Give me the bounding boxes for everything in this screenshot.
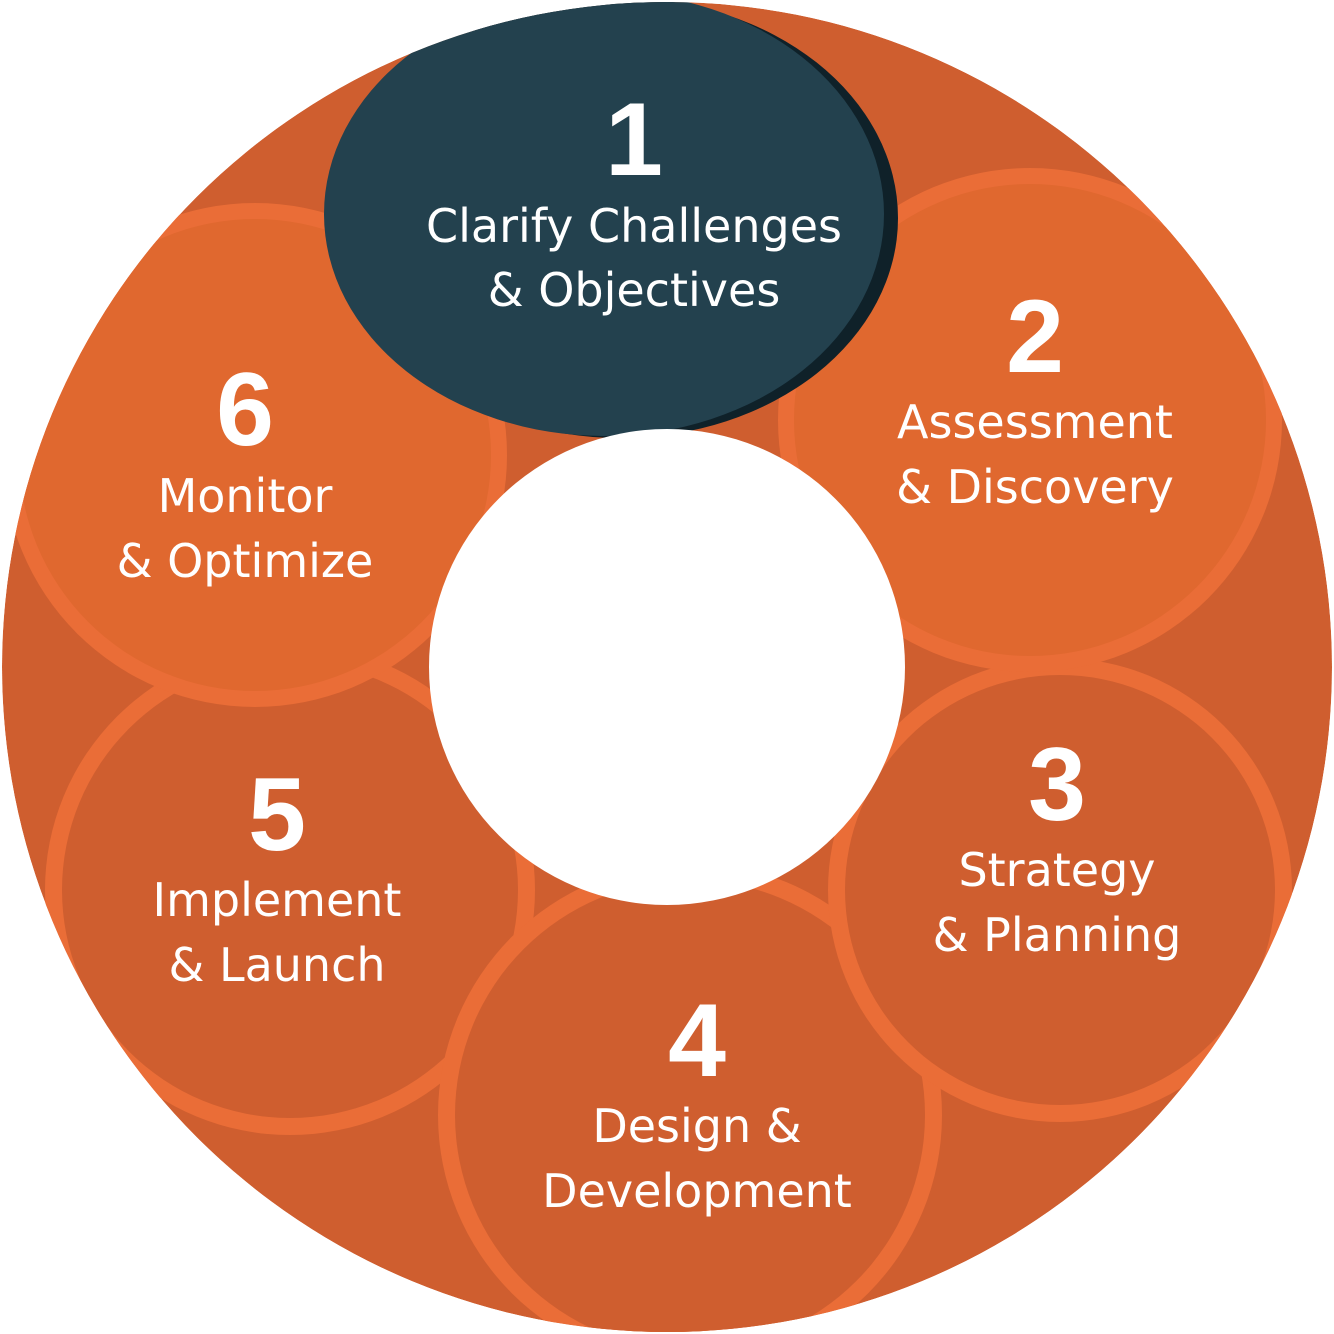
step-6-title-line2: & Optimize [117,534,374,588]
step-3-number: 3 [1028,727,1086,843]
step-5-number: 5 [248,757,306,873]
step-3-label-group: 3 Strategy & Planning [933,727,1182,962]
step-5-title-line1: Implement [153,873,402,927]
step-2-number: 2 [1006,279,1064,395]
step-2-title-line2: & Discovery [896,460,1174,514]
step-6-title-line1: Monitor [158,469,333,523]
center-hole [429,429,905,905]
step-3-title-line1: Strategy [958,843,1155,897]
step-1-title-line1: Clarify Challenges [426,199,842,253]
step-1-fill [324,2,884,436]
step-4-label-group: 4 Design & Development [542,983,852,1218]
step-3-title-line2: & Planning [933,908,1182,962]
step-2-title-line1: Assessment [897,395,1173,449]
lobe-step-3 [828,658,1292,1122]
step-1-title-line2: & Objectives [488,263,781,317]
lobe-step-1 [324,2,898,438]
step-6-label-group: 6 Monitor & Optimize [117,352,374,588]
lobe-step-5 [45,645,535,1135]
step-6-number: 6 [216,352,274,468]
step-1-number: 1 [605,82,663,198]
lobe-step-2 [778,168,1282,672]
step-2-label-group: 2 Assessment & Discovery [896,279,1174,514]
step-4-title-line1: Design & [592,1099,801,1153]
lobe-step-4 [438,863,942,1332]
step-4-title-line2: Development [542,1164,852,1218]
step-5-label-group: 5 Implement & Launch [153,757,402,992]
step-1-label-group: 1 Clarify Challenges & Objectives [426,82,842,317]
step-5-title-line2: & Launch [168,938,385,992]
step-4-number: 4 [668,983,726,1099]
